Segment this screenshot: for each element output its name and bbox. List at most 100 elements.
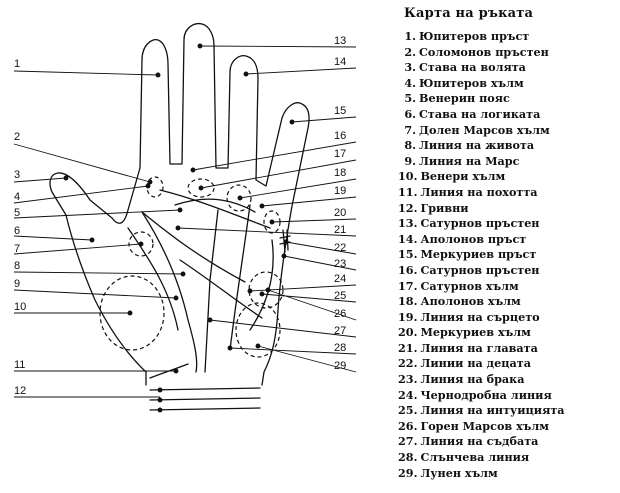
legend-item: 8.Линия на живота [398, 138, 620, 154]
legend-item: 28.Слънчева линия [398, 450, 620, 466]
legend-item: 21.Линия на главата [398, 341, 620, 357]
legend-item-number: 23. [398, 372, 418, 387]
legend-item-label: Венери хълм [420, 169, 506, 184]
legend-item-number: 22. [398, 356, 418, 371]
legend-item-number: 10. [398, 169, 418, 184]
legend-item-number: 14. [398, 231, 418, 246]
legend-item-number: 24. [398, 387, 418, 402]
callout-11: 11 [14, 359, 25, 371]
legend-item: 20.Меркуриев хълм [398, 325, 620, 341]
apollo-mount [226, 184, 252, 212]
callout-20: 20 [334, 207, 346, 219]
legend-item-label: Лунен хълм [420, 465, 498, 480]
legend-item-label: Линия на интуицията [420, 403, 565, 418]
legend-item: 17.Сатурнов хълм [398, 279, 620, 295]
legend-item-number: 2. [404, 44, 416, 59]
legend-item: 9.Линия на Марс [398, 154, 620, 170]
legend-item: 12.Гривни [398, 201, 620, 217]
lust-line [149, 363, 189, 379]
legend-item: 25.Линия на интуицията [398, 403, 620, 419]
legend-item-number: 25. [398, 403, 418, 418]
legend-item-label: Меркуриев пръст [420, 247, 537, 262]
legend-item: 29.Лунен хълм [398, 466, 620, 482]
fate-line [204, 209, 219, 373]
legend-item: 4.Юпитеров хълм [398, 76, 620, 92]
callout-22: 22 [334, 242, 346, 254]
callout-29: 29 [334, 360, 346, 372]
legend-item: 6.Става на логиката [398, 107, 620, 123]
legend-item: 3.Става на волята [398, 60, 620, 76]
callout-7: 7 [14, 243, 20, 255]
legend-item: 19.Линия на сърцето [398, 310, 620, 326]
legend-item-label: Линия на съдбата [420, 434, 539, 449]
legend-item-number: 7. [404, 122, 416, 137]
callout-17: 17 [334, 148, 346, 160]
callout-9: 9 [14, 278, 20, 290]
legend-item-label: Слънчева линия [420, 450, 530, 465]
legend-item-label: Сатурнов пръстен [420, 262, 540, 277]
callout-27: 27 [334, 325, 346, 337]
hand-drawing: 1 2 3 4 5 6 7 8 9 10 11 12 13 14 15 16 1… [13, 22, 357, 413]
legend-item-number: 29. [398, 465, 418, 480]
callout-21: 21 [334, 224, 346, 236]
sun-line [229, 204, 251, 351]
legend-item-number: 18. [398, 294, 418, 309]
head-line [141, 211, 246, 283]
legend-title: Карта на ръката [404, 6, 534, 21]
callout-13: 13 [334, 35, 346, 47]
legend-item-number: 21. [398, 340, 418, 355]
legend-item-number: 11. [398, 184, 418, 199]
mars-line [127, 227, 179, 331]
callout-26: 26 [334, 308, 346, 320]
callout-12: 12 [14, 385, 26, 397]
upper-mars-mount [248, 271, 284, 309]
callout-5: 5 [14, 207, 20, 219]
legend-item: 10.Венери хълм [398, 169, 620, 185]
legend-item-number: 17. [398, 278, 418, 293]
legend-item-label: Линия на Марс [419, 153, 520, 168]
legend-item-label: Аполонов хълм [420, 294, 521, 309]
legend-item-number: 13. [398, 216, 418, 231]
legend-item-number: 19. [398, 309, 418, 324]
callout-15: 15 [334, 105, 346, 117]
callout-10: 10 [14, 301, 26, 313]
bracelet-line-3 [149, 407, 261, 411]
legend-item-label: Аполонов пръст [420, 231, 527, 246]
legend-item: 24.Чернодробна линия [398, 388, 620, 404]
legend-item-label: Сатурнов хълм [420, 278, 519, 293]
moon-mount [235, 302, 281, 358]
legend-item-label: Долен Марсов хълм [419, 122, 550, 137]
legend-item-label: Сатурнов пръстен [420, 216, 540, 231]
callout-14: 14 [334, 56, 346, 68]
legend-item: 14.Аполонов пръст [398, 232, 620, 248]
heart-line [159, 189, 271, 229]
legend-item: 22.Линии на децата [398, 356, 620, 372]
callout-3: 3 [14, 169, 20, 181]
legend-item: 11.Линия на похотта [398, 185, 620, 201]
callout-1: 1 [14, 58, 20, 70]
bracelet-line-2 [149, 397, 261, 401]
legend-item-label: Линия на сърцето [420, 309, 540, 324]
legend-item-number: 9. [404, 153, 416, 168]
legend-item: 7.Долен Марсов хълм [398, 123, 620, 139]
legend-item-label: Горен Марсов хълм [420, 418, 549, 433]
legend-item-number: 15. [398, 247, 418, 262]
legend-item-number: 8. [404, 138, 416, 153]
legend-item-number: 6. [404, 106, 416, 121]
legend-item-number: 28. [398, 450, 418, 465]
saturn-mount [187, 178, 215, 198]
legend-item-number: 16. [398, 262, 418, 277]
legend-item: 5.Венерин пояс [398, 91, 620, 107]
legend-item: 13.Сатурнов пръстен [398, 216, 620, 232]
callout-16: 16 [334, 130, 346, 142]
callout-8: 8 [14, 260, 20, 272]
life-line [141, 211, 198, 373]
legend-item-number: 12. [398, 200, 418, 215]
lower-mars-mount [128, 231, 154, 257]
legend-item-number: 4. [404, 75, 416, 90]
legend-item-number: 3. [404, 60, 416, 75]
intuition-line [249, 239, 274, 331]
legend-item-label: Чернодробна линия [420, 387, 552, 402]
